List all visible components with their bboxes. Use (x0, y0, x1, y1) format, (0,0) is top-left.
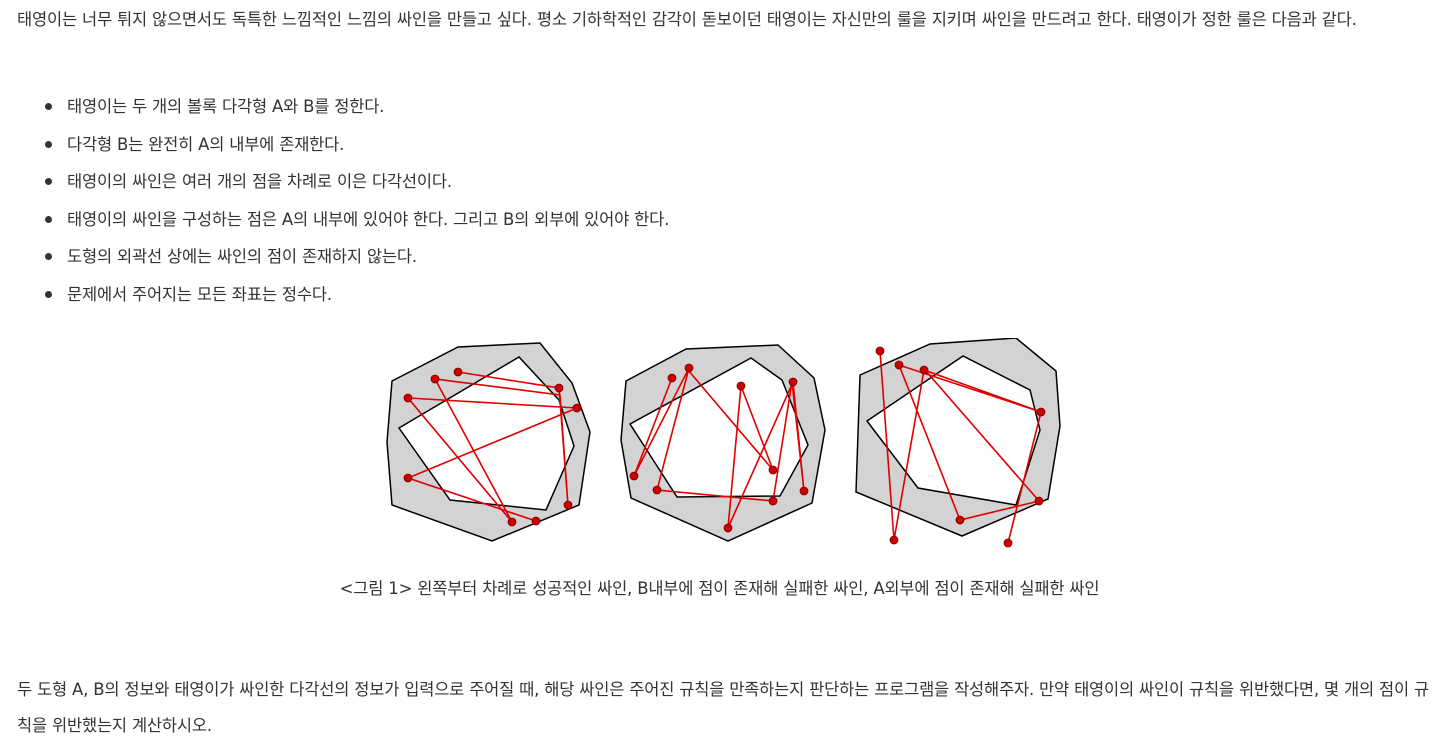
signature-point (736, 381, 746, 391)
figure-panel-success (386, 342, 591, 542)
signature-point (723, 523, 733, 533)
signature-point (768, 465, 778, 475)
figure-caption: <그림 1> 왼쪽부터 차례로 성공적인 싸인, B내부에 점이 존재해 실패한… (339, 579, 1100, 598)
rule-item: 문제에서 주어지는 모든 좌표는 정수다. (40, 276, 669, 314)
signature-point (875, 346, 885, 356)
signature-point (799, 486, 809, 496)
signature-point (894, 360, 904, 370)
signature-point (403, 473, 413, 483)
polygon-b (628, 357, 809, 498)
signature-point (531, 516, 541, 526)
signature-line (633, 367, 805, 529)
signature-point (507, 517, 517, 527)
rules-list: 태영이는 두 개의 볼록 다각형 A와 B를 정한다. 다각형 B는 완전히 A… (40, 88, 669, 313)
signature-point (572, 403, 582, 413)
figure-panel-outside-a (855, 338, 1061, 548)
rule-item: 도형의 외곽선 상에는 싸인의 점이 존재하지 않는다. (40, 238, 669, 276)
signature-point (554, 383, 564, 393)
signature-point (889, 535, 899, 545)
rule-item: 다각형 B는 완전히 A의 내부에 존재한다. (40, 126, 669, 164)
signature-point (563, 500, 573, 510)
problem-task: 두 도형 A, B의 정보와 태영이가 싸인한 다각선의 정보가 입력으로 주어… (17, 680, 1430, 735)
signature-point (768, 496, 778, 506)
signature-point (684, 363, 694, 373)
rule-item: 태영이는 두 개의 볼록 다각형 A와 B를 정한다. (40, 88, 669, 126)
signature-point (629, 471, 639, 481)
signature-point (1034, 496, 1044, 506)
signature-examples-figure (386, 338, 1061, 548)
signature-line (405, 371, 578, 523)
signature-point (403, 393, 413, 403)
rule-item: 태영이의 싸인은 여러 개의 점을 차례로 이은 다각선이다. (40, 163, 669, 201)
signature-point (955, 515, 965, 525)
signature-point (453, 367, 463, 377)
figure-panel-inside-b (620, 344, 826, 542)
signature-point (667, 373, 677, 383)
signature-point (1003, 538, 1013, 548)
signature-point (1036, 407, 1046, 417)
polygon-b (397, 356, 575, 511)
signature-point (652, 485, 662, 495)
signature-point (788, 377, 798, 387)
signature-line (879, 350, 1042, 544)
signature-point (919, 365, 929, 375)
rule-item: 태영이의 싸인을 구성하는 점은 A의 내부에 있어야 한다. 그리고 B의 외… (40, 201, 669, 239)
signature-point (430, 374, 440, 384)
problem-intro: 태영이는 너무 튀지 않으면서도 독특한 느낌적인 느낌의 싸인을 만들고 싶다… (17, 10, 1357, 29)
